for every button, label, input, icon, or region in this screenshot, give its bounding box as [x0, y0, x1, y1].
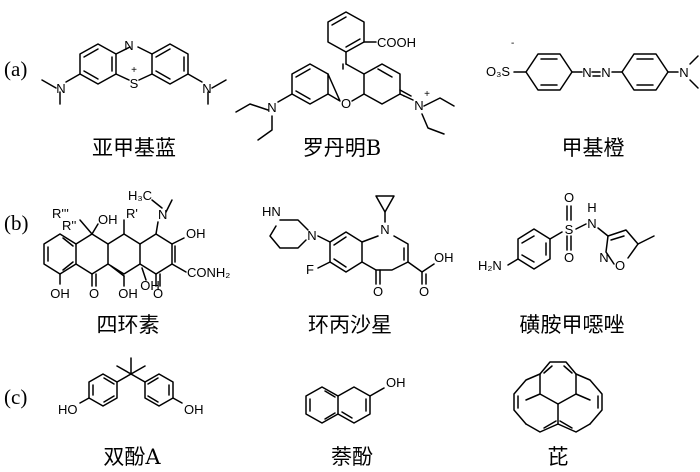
tc-oh-bottom-mid: OH [118, 286, 138, 301]
mo-n: N [679, 65, 688, 80]
ciprofloxacin-structure: N O O OH F N HN [262, 195, 454, 299]
mb-n-left: N [56, 81, 65, 96]
row-label-c: (c) [4, 385, 27, 409]
tc-o-1: O [89, 286, 99, 301]
bpa-oh: OH [184, 402, 204, 417]
tetracycline-structure: OH O OH OH O CONH₂ OH OH R''' R'' R' N H… [43, 188, 230, 301]
sm-h: H [587, 200, 596, 215]
row-label-b: (b) [4, 211, 29, 235]
cp-o2: O [419, 284, 429, 299]
tc-n: N [158, 207, 167, 222]
rb-o: O [341, 96, 351, 111]
tc-oh-top: OH [98, 212, 118, 227]
cp-n2: N [307, 228, 316, 243]
rb-charge: + [424, 89, 430, 100]
methyl-orange-structure: - O₃S N N N [486, 38, 699, 91]
bpa-ho: HO [58, 402, 78, 417]
methylene-blue-structure: N S + N N [41, 38, 227, 105]
mo-azo2: N [601, 65, 610, 80]
mb-n-top: N [124, 38, 133, 53]
row-label-a: (a) [4, 57, 27, 81]
tc-r-single: R' [126, 206, 138, 221]
rb-n-left: N [267, 100, 276, 115]
mo-azo1: N [582, 65, 591, 80]
tc-r-triple: R''' [52, 206, 69, 221]
tc-oh-bottom-left: OH [50, 286, 70, 301]
label-tetracycline: 四环素 [97, 313, 160, 337]
tc-h3c: H₃C [128, 188, 152, 203]
label-naphthol: 萘酚 [331, 445, 373, 469]
cp-hn: HN [262, 204, 281, 219]
tc-o-2: O [153, 286, 163, 301]
sm-n: N [599, 250, 608, 265]
tc-conh2: CONH₂ [187, 265, 230, 280]
bisphenol-a-structure: HO OH [58, 357, 204, 417]
sm-o: O [615, 258, 625, 273]
tc-oh-right: OH [186, 226, 206, 241]
sm-o1: O [564, 190, 574, 205]
sm-o2: O [564, 250, 574, 265]
cp-n1: N [380, 222, 389, 237]
mo-so3: O₃S [486, 64, 510, 79]
sm-s: S [565, 222, 574, 237]
cp-oh: OH [434, 250, 454, 265]
label-sulfamethoxazole: 磺胺甲噁唑 [520, 313, 625, 337]
sulfamethoxazole-structure: H₂N S O O N H N O [478, 190, 655, 273]
rb-n-right: N [414, 98, 423, 113]
label-methylene-blue: 亚甲基蓝 [92, 136, 176, 160]
sm-h2n: H₂N [478, 258, 502, 273]
naphthol-structure: OH [305, 375, 406, 424]
cp-f: F [306, 262, 314, 277]
rhodamine-b-structure: COOH O N N + [235, 11, 455, 141]
mb-s-charge: + [131, 65, 137, 76]
tc-oh-bottom-right: OH [140, 278, 160, 293]
label-methyl-orange: 甲基橙 [562, 136, 625, 160]
sm-nh: N [587, 216, 596, 231]
label-bisphenol-a: 双酚A [103, 445, 161, 469]
mb-s: S [130, 76, 139, 91]
np-oh: OH [386, 375, 406, 390]
mo-charge: - [511, 38, 514, 49]
cp-o: O [373, 284, 383, 299]
label-pyrene: 芘 [548, 445, 569, 469]
rb-cooh: COOH [377, 35, 416, 50]
mb-n-right: N [202, 81, 211, 96]
label-ciprofloxacin: 环丙沙星 [308, 313, 392, 337]
tc-r-double: R'' [62, 218, 76, 233]
pyrene-structure [513, 361, 603, 433]
label-rhodamine-b: 罗丹明B [303, 136, 381, 160]
